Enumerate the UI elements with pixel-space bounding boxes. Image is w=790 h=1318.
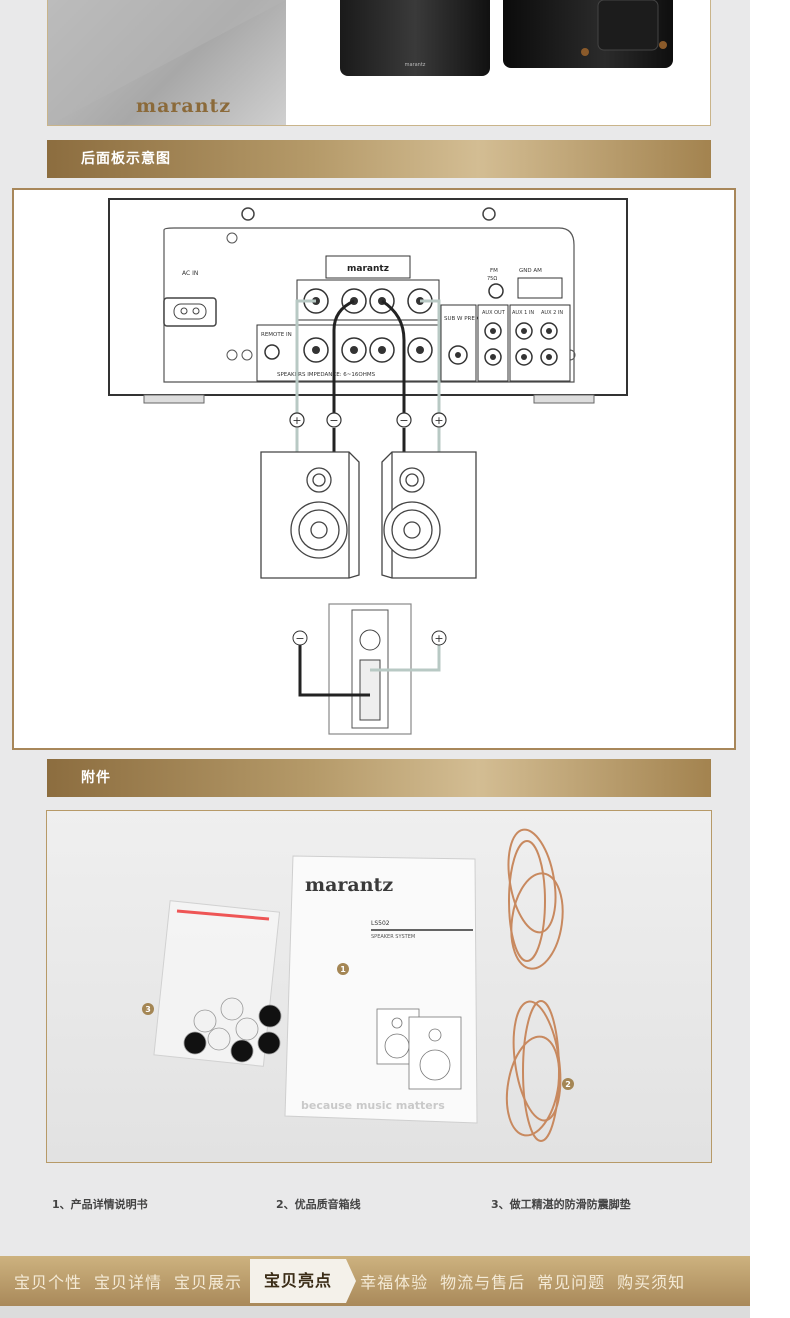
nav-item-showcase[interactable]: 宝贝展示 (174, 1273, 243, 1292)
manual-brand: marantz (305, 874, 393, 896)
speaker-cable-2 (505, 1000, 562, 1142)
aux1-in-label: AUX 1 IN (512, 310, 534, 316)
manual-booklet: marantz LS502 SPEAKER SYSTEM because mus… (284, 855, 478, 1124)
nav-item-purchase-notes[interactable]: 购买须知 (617, 1273, 686, 1292)
nav-item-features[interactable]: 宝贝个性 (14, 1273, 83, 1292)
accessories-photo: 3 marantz LS502 SPEAKER SYSTEM because m… (46, 810, 712, 1163)
gnd-am-label: GND AM (519, 268, 542, 274)
fm-ohm-label: 75Ω (487, 276, 497, 282)
manual-model: LS502 (371, 920, 390, 927)
speaker-cable-1 (507, 828, 564, 970)
polarity-plus-left: + (292, 414, 301, 427)
section-header-rear-panel: 后面板示意图 (47, 140, 711, 178)
caption-manual: 1、产品详情说明书 (52, 1198, 148, 1211)
speaker-photo-side (503, 0, 673, 68)
section-header-accessories: 附件 (47, 759, 711, 797)
polarity-minus-right: − (399, 414, 408, 427)
speaker-impedance-label: SPEAKERS IMPEDANCE: 6~16OHMS (277, 372, 376, 378)
manual-slogan: because music matters (301, 1099, 445, 1112)
marantz-logo: marantz (136, 95, 232, 117)
right-speaker-drawing (381, 451, 477, 579)
nav-item-experience[interactable]: 幸福体验 (360, 1273, 429, 1292)
nav-bottom-strip (0, 1306, 750, 1318)
caption-feet: 3、做工精湛的防滑防震脚垫 (491, 1198, 631, 1211)
fm-label: FM (490, 268, 498, 274)
bottom-navigation: 宝贝个性 宝贝详情 宝贝展示 宝贝亮点 幸福体验 物流与售后 常见问题 购买须知 (0, 1256, 750, 1306)
aux-out-label: AUX OUT (482, 310, 506, 316)
left-speaker-drawing (260, 451, 360, 579)
sub-w-pre-out-label: SUB W PRE OUT (444, 316, 489, 322)
grey-brand-background (48, 0, 286, 125)
caption-cable: 2、优品质音箱线 (276, 1198, 361, 1211)
foot-pads-bag (153, 900, 282, 1067)
speaker-badge: marantz (404, 62, 426, 68)
marker-3: 3 (145, 1005, 151, 1014)
right-margin (750, 0, 790, 1318)
speaker-photo-front: marantz (340, 0, 490, 76)
nav-item-logistics[interactable]: 物流与售后 (440, 1273, 526, 1292)
ac-in-label: AC IN (182, 270, 198, 277)
accessories-illustration: 3 marantz LS502 SPEAKER SYSTEM because m… (142, 828, 574, 1142)
nav-item-details[interactable]: 宝贝详情 (94, 1273, 163, 1292)
aux2-in-label: AUX 2 IN (541, 310, 563, 316)
product-photo-panel: marantz marantz (47, 0, 711, 126)
polarity-plus-rear: + (434, 632, 443, 645)
manual-subtitle: SPEAKER SYSTEM (371, 934, 415, 940)
polarity-plus-right: + (434, 414, 443, 427)
nav-item-faq[interactable]: 常见问题 (537, 1273, 606, 1292)
polarity-minus-rear: − (295, 632, 304, 645)
marker-1: 1 (340, 965, 346, 974)
diagram-brand-badge: marantz (347, 264, 389, 274)
marker-2: 2 (565, 1080, 571, 1089)
nav-item-highlights[interactable]: 宝贝亮点 (250, 1259, 357, 1303)
speaker-screws-icon (581, 0, 667, 56)
wiring-diagram-svg: AC IN marantz REMOTE IN SPEAKERS IMPEDAN… (108, 198, 628, 735)
polarity-minus-left: − (329, 414, 338, 427)
remote-in-label: REMOTE IN (261, 332, 292, 338)
rear-panel-diagram: AC IN marantz REMOTE IN SPEAKERS IMPEDAN… (12, 188, 736, 750)
